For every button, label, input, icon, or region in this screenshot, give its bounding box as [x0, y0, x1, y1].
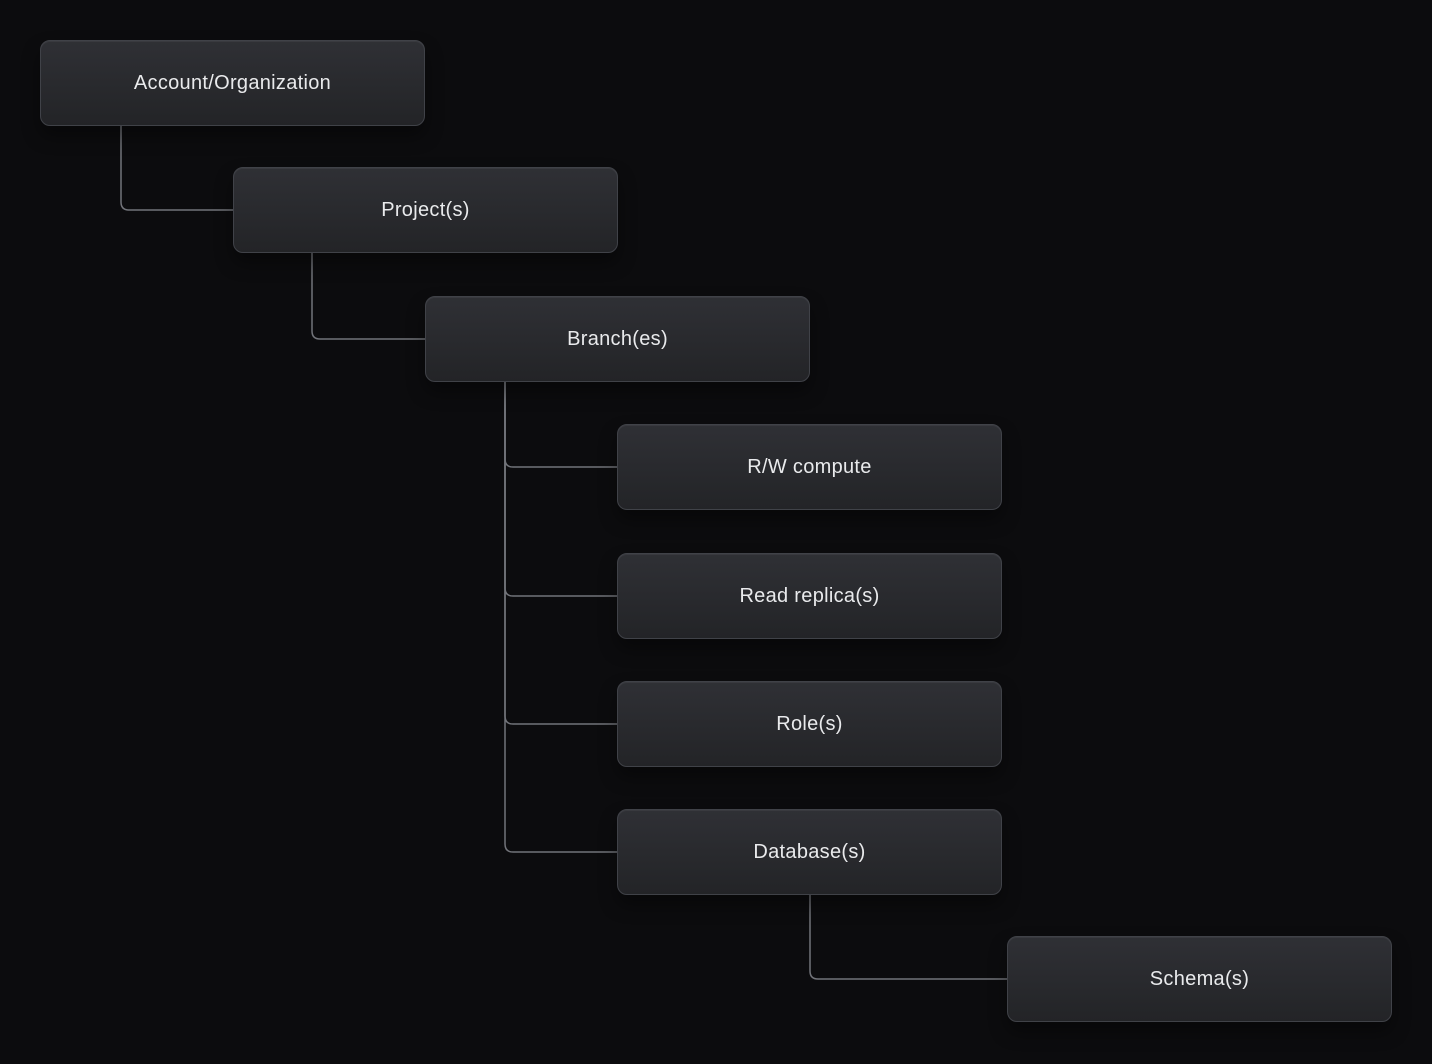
node-schemas-label: Schema(s)	[1149, 967, 1250, 990]
node-rw-compute: R/W compute	[617, 424, 1002, 510]
connector-branches-rw-compute	[504, 382, 617, 468]
connector-branches-databases	[504, 382, 617, 853]
connector-branches-read-replicas	[504, 382, 617, 597]
node-branches: Branch(es)	[425, 296, 810, 382]
node-roles-label: Role(s)	[776, 712, 843, 735]
node-databases: Database(s)	[617, 809, 1002, 895]
connector-projects-branches	[311, 253, 425, 340]
node-branches-label: Branch(es)	[567, 327, 668, 350]
node-account-organization-label: Account/Organization	[133, 71, 332, 94]
connector-branches-roles	[504, 382, 617, 725]
node-projects-label: Project(s)	[381, 198, 470, 221]
node-account-organization: Account/Organization	[40, 40, 425, 126]
connector-databases-schemas	[809, 895, 1007, 980]
node-projects: Project(s)	[233, 167, 618, 253]
node-rw-compute-label: R/W compute	[747, 455, 872, 478]
node-roles: Role(s)	[617, 681, 1002, 767]
node-schemas: Schema(s)	[1007, 936, 1392, 1022]
node-read-replicas: Read replica(s)	[617, 553, 1002, 639]
connector-account-projects	[120, 126, 233, 211]
node-databases-label: Database(s)	[753, 840, 866, 863]
node-read-replicas-label: Read replica(s)	[739, 584, 880, 607]
